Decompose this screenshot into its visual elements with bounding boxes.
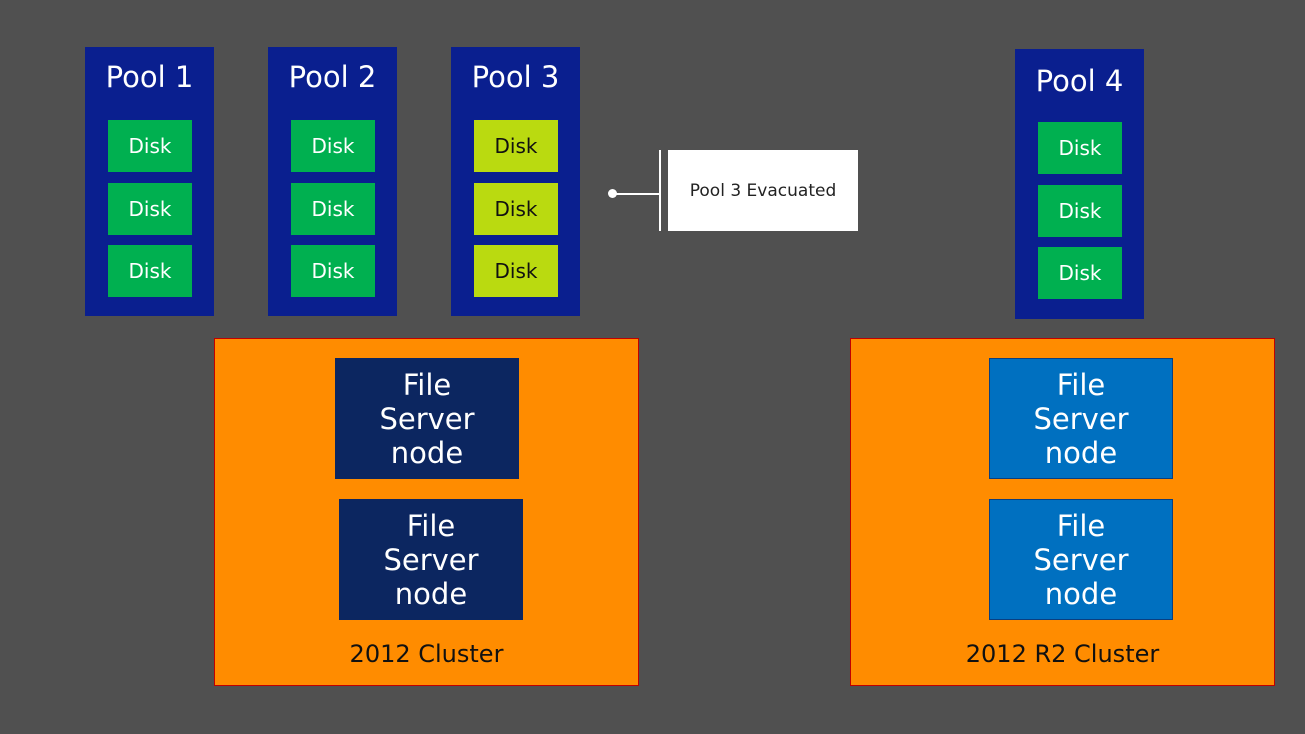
file-server-node: File Server node <box>989 358 1173 479</box>
pool-title: Pool 1 <box>105 60 194 94</box>
pool-title: Pool 3 <box>471 60 560 94</box>
disk: Disk <box>108 183 192 235</box>
cluster-label: 2012 Cluster <box>349 640 504 668</box>
pool-1: Pool 1 Disk Disk Disk <box>85 47 214 316</box>
cluster-label: 2012 R2 Cluster <box>965 640 1160 668</box>
pool-4: Pool 4 Disk Disk Disk <box>1015 49 1144 319</box>
pool-3: Pool 3 Disk Disk Disk <box>451 47 580 316</box>
file-server-node: File Server node <box>335 358 519 479</box>
file-server-node: File Server node <box>989 499 1173 620</box>
disk: Disk <box>1038 122 1122 174</box>
pool-title: Pool 4 <box>1035 64 1124 98</box>
disk-evacuated: Disk <box>474 245 558 297</box>
disk: Disk <box>291 245 375 297</box>
callout-bracket <box>659 150 661 231</box>
callout-pointer-line <box>613 193 660 195</box>
file-server-node: File Server node <box>339 499 523 620</box>
disk: Disk <box>108 120 192 172</box>
pool-title: Pool 2 <box>288 60 377 94</box>
callout-pointer-dot <box>608 189 617 198</box>
pool-3-evacuated-callout: Pool 3 Evacuated <box>668 150 858 231</box>
disk-evacuated: Disk <box>474 120 558 172</box>
cluster-2012-r2: File Server node File Server node 2012 R… <box>850 338 1275 686</box>
disk: Disk <box>1038 185 1122 237</box>
cluster-2012: File Server node File Server node 2012 C… <box>214 338 639 686</box>
disk: Disk <box>108 245 192 297</box>
disk: Disk <box>1038 247 1122 299</box>
disk-evacuated: Disk <box>474 183 558 235</box>
disk: Disk <box>291 183 375 235</box>
pool-2: Pool 2 Disk Disk Disk <box>268 47 397 316</box>
disk: Disk <box>291 120 375 172</box>
